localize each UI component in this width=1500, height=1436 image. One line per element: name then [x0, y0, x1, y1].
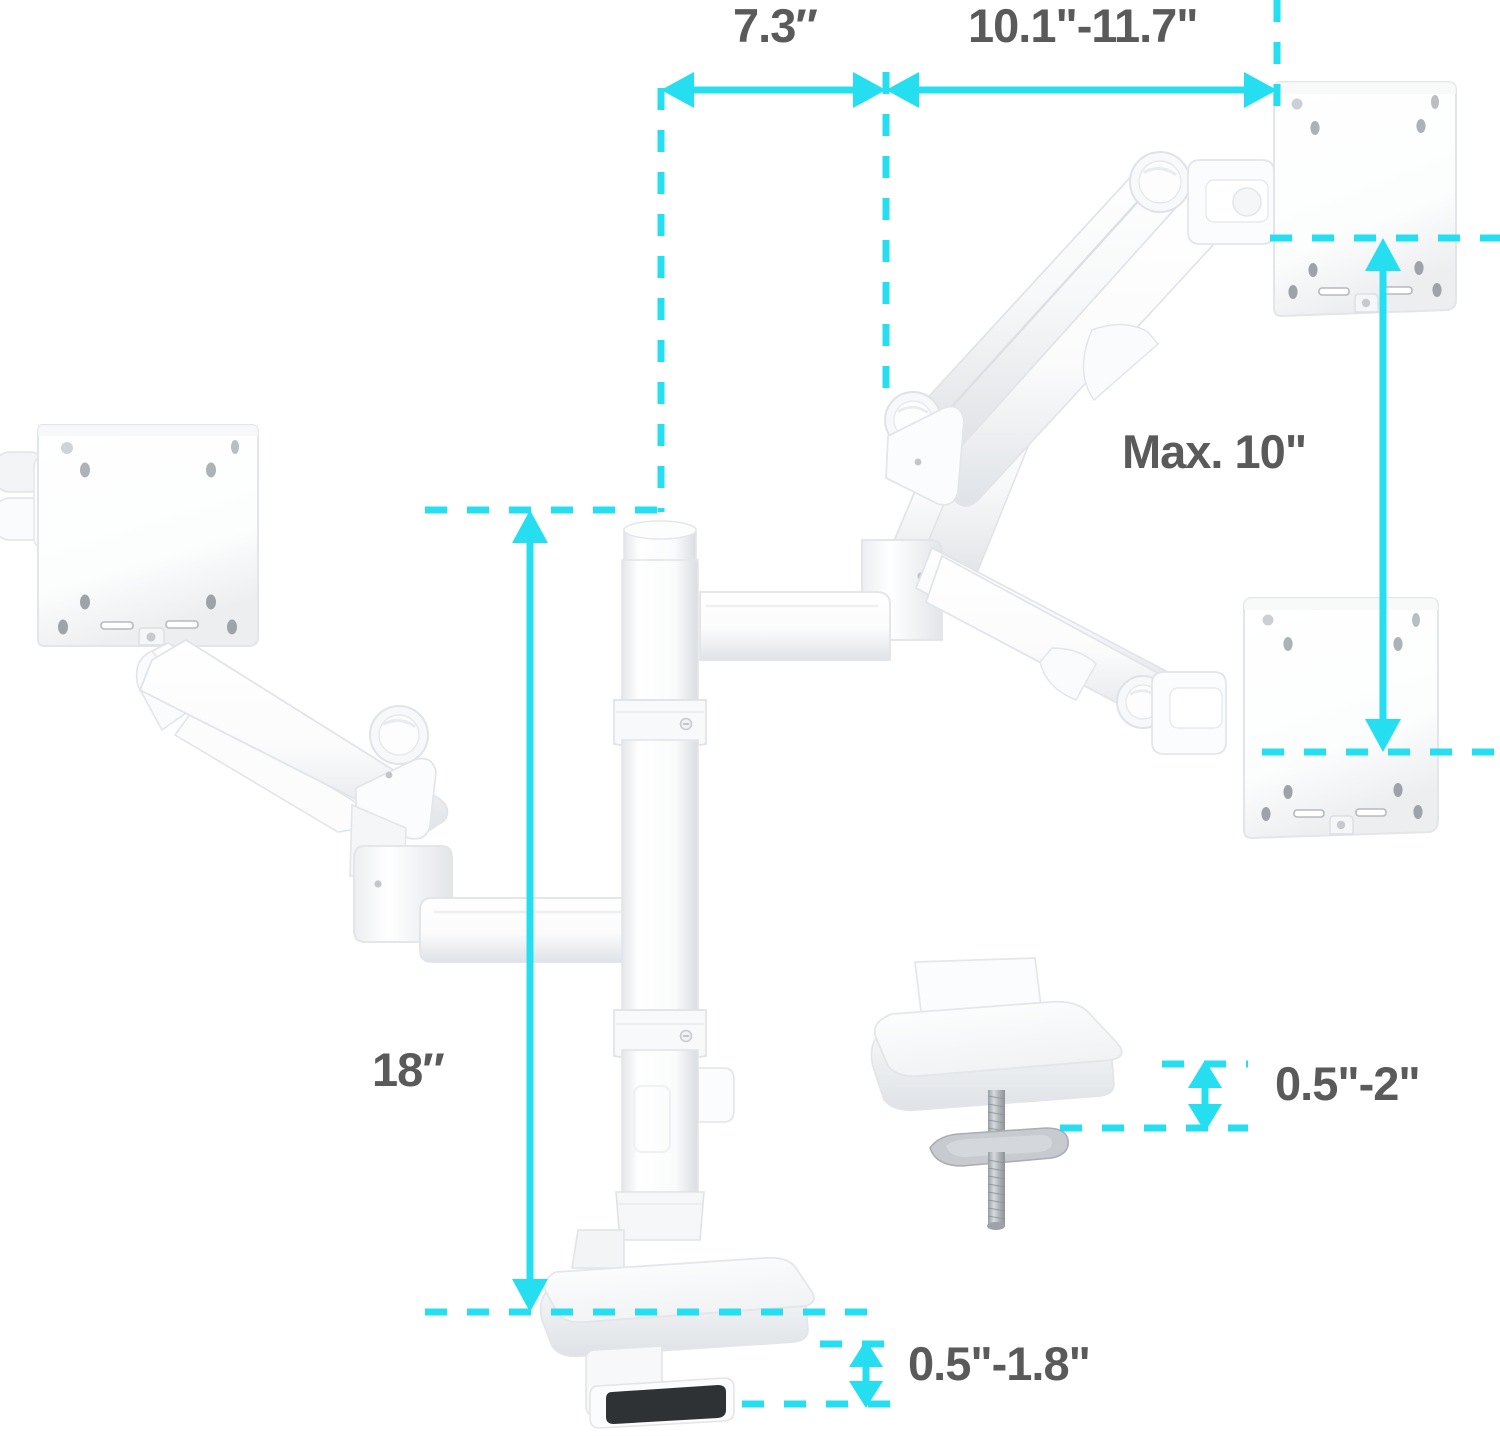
- right-arm-wrist-bracket: [1187, 159, 1275, 245]
- right-arm-elbow-block: [885, 405, 965, 506]
- dimension-arrow-width-base: [661, 72, 886, 108]
- right-upper-arm: [896, 156, 1222, 507]
- cable-management-clip: [697, 1067, 735, 1123]
- dimension-label-width-base: 7.3″: [733, 0, 818, 52]
- vesa-plate-upper-right: [1273, 81, 1457, 318]
- dimension-arrow-pole-height: [512, 510, 548, 1312]
- right-arm-pole-link: [699, 591, 891, 661]
- grommet-bolt-lower: [987, 1152, 1006, 1230]
- grommet-clamp: [870, 957, 1123, 1230]
- pole-base-clamp: [539, 1256, 815, 1429]
- left-arm-elbow-screw: [385, 771, 393, 779]
- left-arm-elbow-pivot: [369, 705, 429, 765]
- gas-spring-arm-right: [699, 151, 1275, 755]
- dimension-arrow-base-thickness: [849, 1340, 883, 1408]
- dimension-arrow-clamp-thickness: [1188, 1060, 1222, 1132]
- center-pole: [571, 520, 735, 1269]
- dimension-annotations: [425, 0, 1500, 1408]
- dimension-label-clamp-thickness: 0.5"-2": [1275, 1057, 1421, 1110]
- left-arm-pole-link: [419, 897, 661, 963]
- vesa-plate-lower-right: [1243, 597, 1439, 840]
- right-second-arm: [914, 546, 1227, 755]
- right-arm-top-pivot: [1129, 151, 1191, 213]
- dimension-label-max-height: Max. 10": [1122, 425, 1307, 478]
- dimension-arrow-max-height: [1365, 238, 1401, 752]
- left-collar-screw: [374, 880, 382, 888]
- dimension-label-pole-height: 18″: [372, 1043, 445, 1096]
- dimension-label-width-extension: 10.1"-11.7": [968, 0, 1199, 52]
- gas-spring-arm-left: [0, 424, 661, 963]
- vesa-plate-left: [37, 424, 259, 647]
- base-rubber-pad: [606, 1385, 726, 1424]
- dimension-label-base-thickness: 0.5"-1.8": [908, 1337, 1091, 1390]
- dimension-arrow-width-ext: [886, 72, 1277, 108]
